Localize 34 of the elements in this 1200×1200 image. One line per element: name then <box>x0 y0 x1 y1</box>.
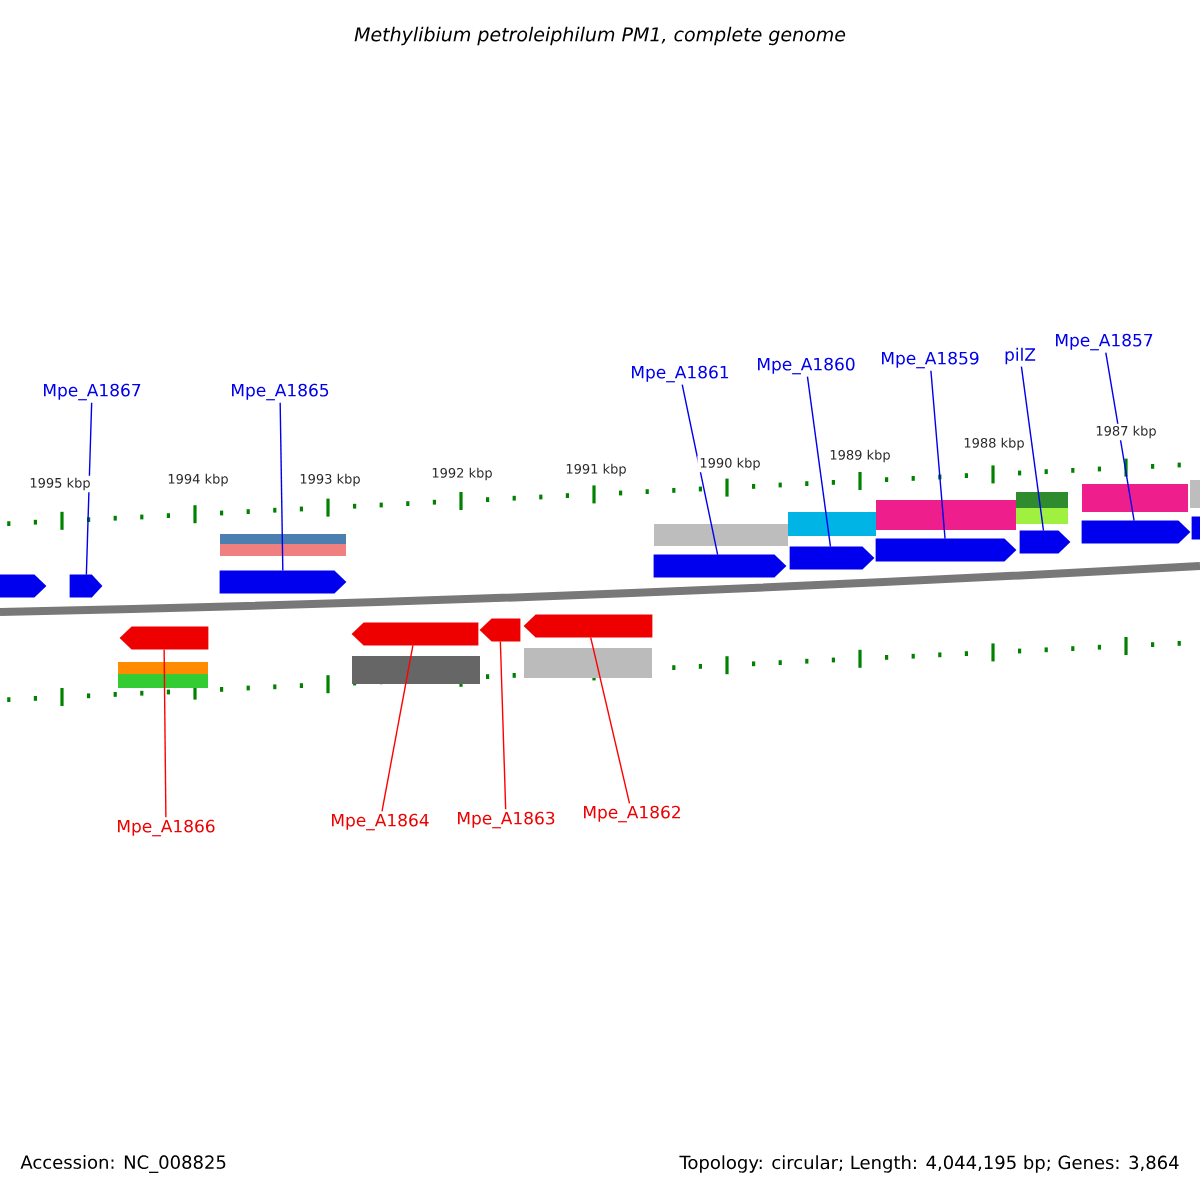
leader-line <box>1020 365 1045 532</box>
leader-line <box>806 376 832 548</box>
footer-text: Accession: NC_008825 <box>20 1155 226 1173</box>
leader-line <box>499 640 507 810</box>
leader-line <box>85 402 93 576</box>
gene-label: Mpe_A1865 <box>232 383 329 401</box>
gene-label: Mpe_A1860 <box>758 357 855 375</box>
footer-text: Topology: circular; Length: 4,044,195 bp; Genes: 3,864 <box>679 1155 1179 1173</box>
gene-label: Mpe_A1862 <box>584 805 680 823</box>
gene-label: Mpe_A1863 <box>458 811 555 829</box>
title: Methylibium petroleiphilum PM1, complete genome <box>354 26 846 46</box>
leader-line <box>1105 352 1135 522</box>
gene-feature <box>69 574 103 598</box>
leader-line <box>589 636 631 804</box>
gene-feature <box>653 554 787 578</box>
leader-line <box>163 648 167 818</box>
gene-feature <box>789 546 875 570</box>
gene-label: Mpe_A1866 <box>118 819 215 837</box>
gene-label: Mpe_A1861 <box>632 365 729 383</box>
gene-feature <box>1191 516 1200 540</box>
gene-feature <box>1019 530 1071 554</box>
leader-line <box>930 370 946 540</box>
gene-label: Mpe_A1859 <box>882 351 979 369</box>
gene-feature <box>479 618 521 642</box>
gene-label: Mpe_A1864 <box>332 813 429 831</box>
leader-line <box>681 384 719 556</box>
leader-line <box>279 402 284 572</box>
leader-line <box>381 644 414 812</box>
gene-feature <box>219 570 347 594</box>
gene-label: Mpe_A1857 <box>1056 333 1153 351</box>
gene-feature <box>0 574 47 598</box>
gene-label: Mpe_A1867 <box>44 383 141 401</box>
gene-label: pilZ <box>1005 347 1036 365</box>
gene-feature <box>119 626 209 650</box>
